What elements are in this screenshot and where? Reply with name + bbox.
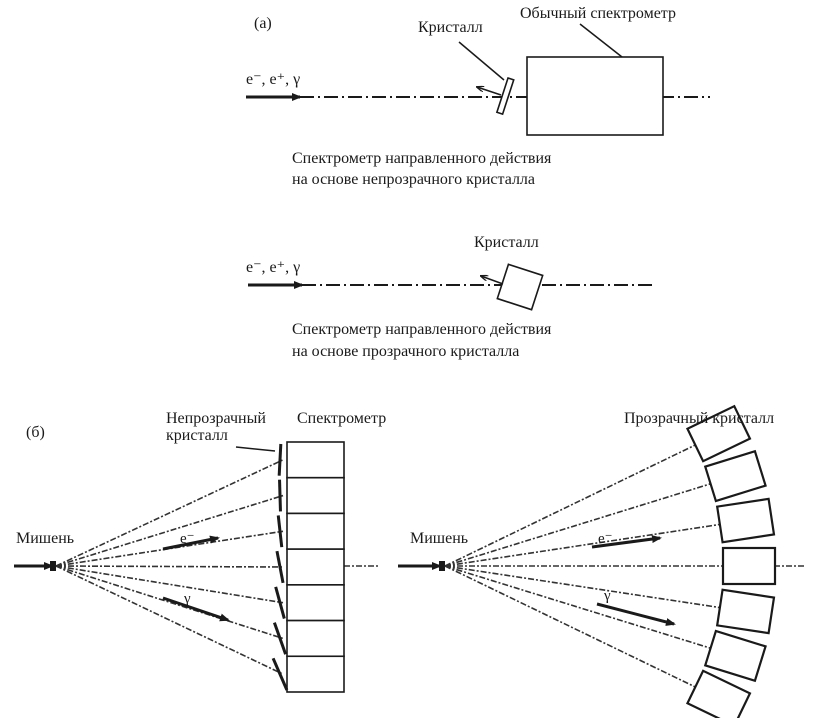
crystal-label-line2: кристалл — [166, 427, 228, 444]
panel-a-label: (а) — [254, 15, 272, 32]
electron-label: e⁻ — [598, 531, 613, 547]
opaque-crystal-plate — [277, 443, 283, 476]
scattered-ray — [55, 565, 284, 640]
transparent-crystal-block — [715, 588, 776, 635]
deflection-arrow — [481, 276, 504, 285]
transparent-crystal-block — [496, 263, 544, 311]
deflection-arrow — [477, 87, 502, 96]
target-label: Мишень — [16, 530, 74, 547]
transparent-crystal-block — [685, 404, 752, 463]
scattered-ray — [55, 459, 284, 567]
crystal-label: Кристалл — [418, 19, 483, 36]
transparent-crystal-array-setup: Мишень Прозрачный кристалл e⁻ γ — [398, 404, 804, 718]
opaque-crystal-array-setup: Мишень Непрозрачный кристалл Спектрометр… — [14, 410, 386, 693]
opaque-crystal-plate — [278, 479, 282, 512]
beam-label: e⁻, e⁺, γ — [246, 259, 300, 276]
spectrometer-segment — [286, 655, 345, 693]
transparent-crystal-blocks — [685, 404, 777, 718]
scattered-rays — [444, 444, 723, 688]
opaque-crystal-plate — [275, 550, 285, 584]
gamma-label: γ — [603, 588, 611, 604]
transparent-crystal-setup: e⁻, e⁺, γ Кристалл Спектрометр направлен… — [246, 234, 656, 360]
crystal-leader-line — [235, 446, 276, 452]
crystal-label-line1: Непрозрачный — [166, 410, 266, 427]
opaque-crystal-plate — [495, 76, 515, 116]
scattered-ray — [55, 565, 284, 675]
spectrometer-segment — [286, 619, 345, 658]
opaque-crystal-setup: e⁻, e⁺, γ Кристалл Обычный спектрометр С… — [246, 5, 710, 188]
opaque-crystal-plate — [272, 622, 288, 655]
electron-arrow — [162, 535, 220, 551]
segmented-spectrometer — [286, 441, 345, 693]
spectrometer-segment — [286, 441, 345, 479]
opaque-crystal-plate — [274, 586, 286, 619]
panel-b-label: (б) — [26, 424, 45, 441]
transparent-crystal-block — [715, 497, 776, 544]
target — [439, 561, 445, 571]
spectrometer-leader-line — [579, 23, 623, 58]
transparent-crystal-block — [703, 449, 767, 503]
scattered-ray — [444, 565, 711, 649]
transparent-crystal-block — [685, 669, 752, 718]
beam-label: e⁻, e⁺, γ — [246, 71, 300, 88]
gamma-arrow — [596, 602, 676, 626]
scattered-ray — [444, 523, 720, 567]
spectrometer-segment — [286, 548, 345, 586]
scattered-ray — [55, 565, 284, 568]
opaque-crystal-plates — [271, 443, 289, 691]
opaque-crystal-plate — [271, 657, 289, 691]
spectrometer-segment — [286, 584, 345, 622]
caption-opaque-line1: Спектрометр направленного действия — [292, 150, 552, 167]
opaque-crystal-plate — [276, 515, 284, 548]
caption-transparent-line1: Спектрометр направленного действия — [292, 321, 552, 338]
scattered-ray — [444, 565, 696, 688]
scattered-rays — [55, 459, 284, 675]
panel-b: (б) Мишень Непрозрачный кристалл Спектро… — [14, 404, 804, 718]
gamma-arrow — [162, 596, 230, 622]
scattered-ray — [444, 565, 720, 609]
caption-transparent-line2: на основе прозрачного кристалла — [292, 343, 519, 360]
conventional-spectrometer-box — [526, 56, 664, 136]
electron-arrow — [591, 535, 662, 549]
scattered-ray — [55, 494, 284, 567]
caption-opaque-line2: на основе непрозрачного кристалла — [292, 171, 535, 188]
scattered-ray — [444, 444, 696, 567]
transparent-crystal-block — [703, 629, 767, 683]
gamma-label: γ — [183, 591, 191, 607]
crystal-label: Кристалл — [474, 234, 539, 251]
target-label: Мишень — [410, 530, 468, 547]
scattered-ray — [55, 565, 284, 604]
scattered-ray — [55, 530, 284, 567]
panel-a: (а) e⁻, e⁺, γ Кристалл Обычный спектроме… — [246, 5, 710, 360]
transparent-crystal-block — [721, 546, 777, 586]
crystal-leader-line — [458, 41, 505, 81]
crystal-label: Прозрачный кристалл — [624, 410, 774, 427]
scattered-ray — [444, 483, 711, 567]
spectrometer-label: Обычный спектрометр — [520, 5, 676, 22]
spectrometer-segment — [286, 476, 345, 515]
spectrometer-label: Спектрометр — [297, 410, 386, 427]
target — [50, 561, 56, 571]
spectrometer-segment — [286, 512, 345, 550]
